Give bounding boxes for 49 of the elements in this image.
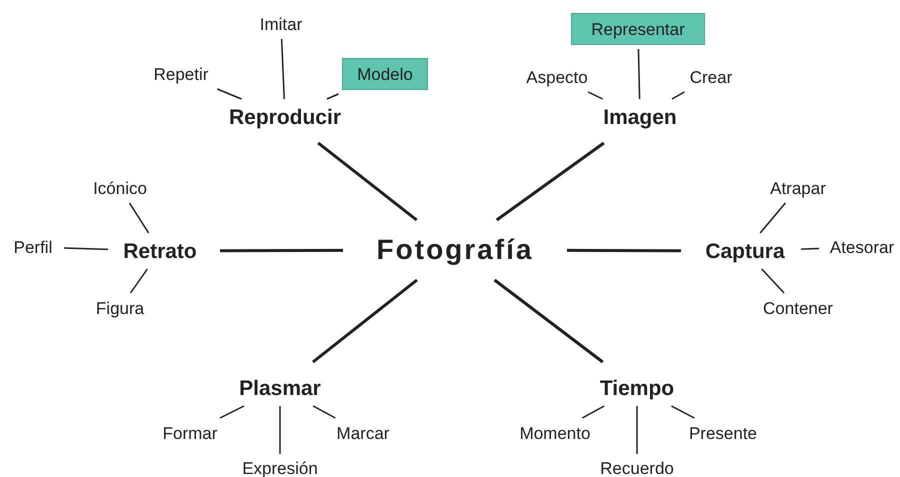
connector-line xyxy=(496,142,605,222)
subtopic: Recuerdo xyxy=(592,458,682,477)
main-topic: Tiempo xyxy=(591,374,683,402)
subtopic: Momento xyxy=(510,422,600,444)
main-topic: Imagen xyxy=(592,103,688,131)
subtopic: Crear xyxy=(683,66,739,88)
connector-line xyxy=(760,202,786,234)
subtopic: Repetir xyxy=(146,63,216,85)
connector-line xyxy=(64,247,108,250)
connector-line xyxy=(220,248,343,252)
connector-line xyxy=(582,405,605,419)
subtopic: Icónico xyxy=(84,177,156,199)
connector-line xyxy=(800,248,820,250)
connector-line xyxy=(567,248,681,252)
main-topic: Captura xyxy=(693,237,797,265)
connector-line xyxy=(280,38,285,100)
subtopic: Figura xyxy=(88,297,152,319)
connector-line xyxy=(761,268,785,294)
subtopic: Contener xyxy=(754,297,842,319)
subtopic: Atrapar xyxy=(762,177,834,199)
connector-line xyxy=(671,405,695,419)
connector-line xyxy=(312,278,418,364)
subtopic: Imitar xyxy=(251,13,311,35)
connector-line xyxy=(220,405,244,419)
connector-line xyxy=(317,142,418,222)
connector-line xyxy=(312,405,336,419)
connector-line xyxy=(279,406,281,454)
connector-line xyxy=(672,91,685,100)
main-topic: Retrato xyxy=(112,237,208,265)
connector-line xyxy=(326,93,339,100)
connector-line xyxy=(494,278,604,364)
main-topic: Reproducir xyxy=(220,103,350,131)
highlighted-term: Modelo xyxy=(342,58,428,90)
connector-line xyxy=(128,202,150,234)
subtopic: Presente xyxy=(682,422,764,444)
central-topic: Fotografía xyxy=(355,232,555,268)
subtopic: Aspecto xyxy=(517,66,597,88)
highlighted-term: Representar xyxy=(571,13,705,45)
main-topic: Plasmar xyxy=(228,374,332,402)
subtopic: Marcar xyxy=(329,422,397,444)
connector-line xyxy=(638,48,640,100)
subtopic: Formar xyxy=(155,422,225,444)
subtopic: Expresión xyxy=(234,458,326,477)
connector-line xyxy=(636,406,638,454)
connector-line xyxy=(130,268,148,294)
subtopic: Atesorar xyxy=(823,236,900,258)
connector-line xyxy=(588,91,603,100)
connector-line xyxy=(217,88,242,100)
subtopic: Perfil xyxy=(6,236,60,258)
